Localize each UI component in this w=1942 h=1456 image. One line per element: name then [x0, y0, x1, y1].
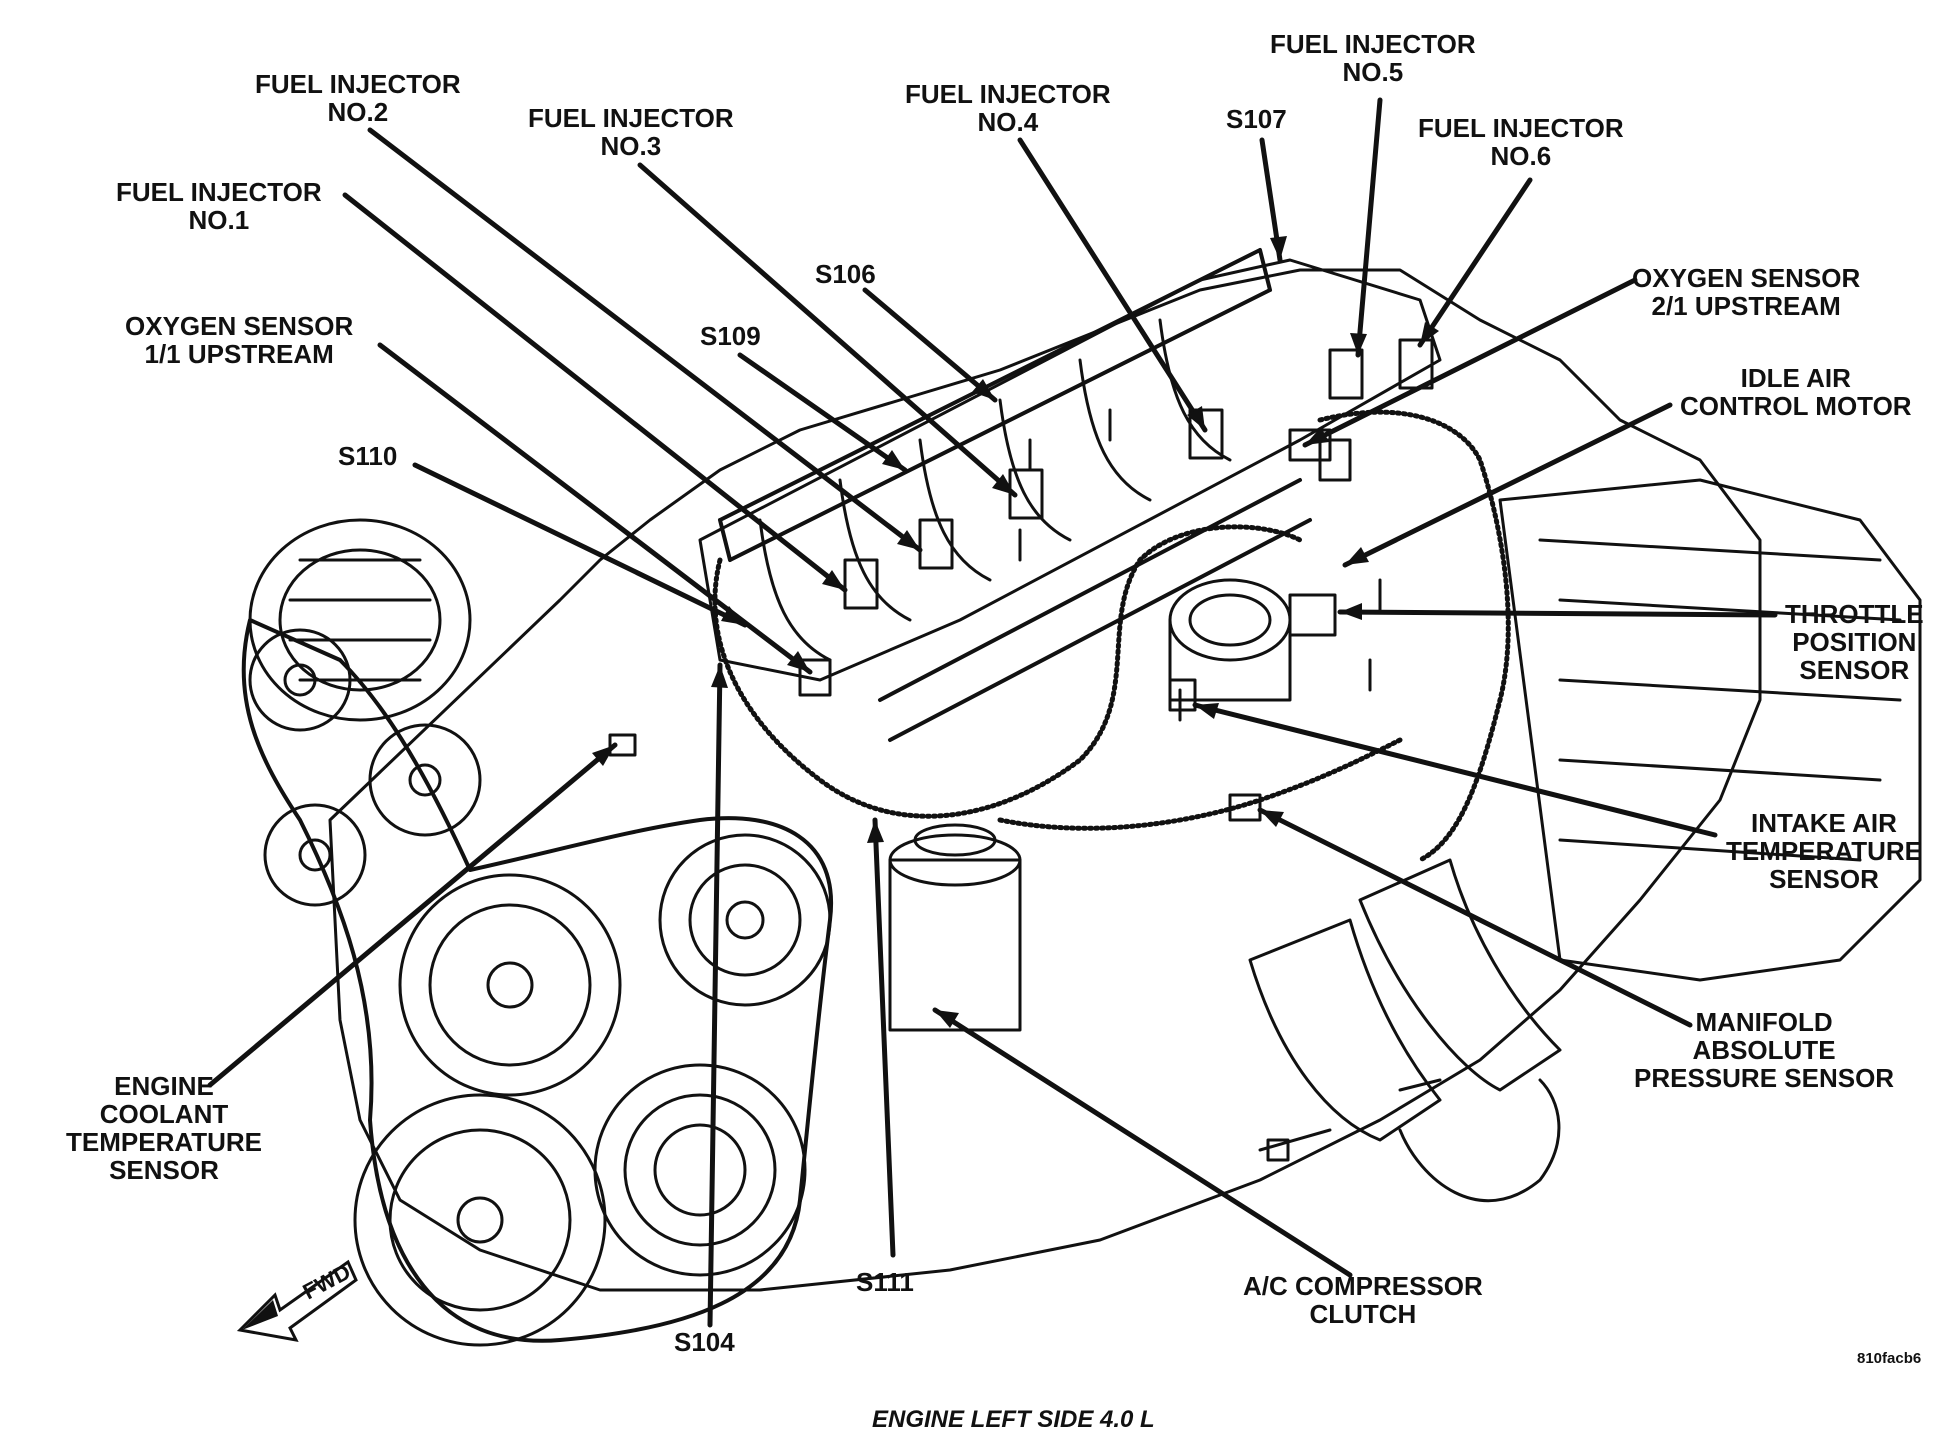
transmission — [1498, 478, 1922, 982]
injector-3-body — [1008, 468, 1044, 520]
leader-s104 — [707, 662, 723, 1328]
leader-fi4 — [1017, 137, 1208, 433]
leader-s106 — [862, 287, 998, 403]
leader-fi1 — [342, 192, 848, 593]
leader-fi3 — [637, 162, 1018, 498]
leader-s109 — [737, 352, 908, 473]
arrowhead-s111 — [867, 820, 884, 843]
throttle-body — [1168, 578, 1292, 662]
fuel-rail — [718, 248, 1272, 562]
map-sensor-body — [1228, 793, 1262, 822]
arrowhead-o2-11 — [787, 651, 810, 672]
fwd-arrow-icon — [236, 1259, 358, 1343]
arrowhead-fi1 — [822, 570, 845, 590]
arrowhead-iac — [1345, 547, 1369, 565]
arrowhead-s109 — [882, 450, 905, 470]
o2-11-connector — [798, 658, 832, 697]
label-s106: S106 — [815, 259, 876, 289]
label-s109: S109 — [700, 321, 761, 351]
leader-tps — [1337, 609, 1778, 618]
leader-s111 — [872, 817, 896, 1258]
arrowhead-ac — [935, 1010, 959, 1028]
ps-reservoir — [888, 858, 1022, 1032]
arrowhead-map — [1260, 810, 1284, 827]
water-pump-pulley — [398, 873, 622, 1097]
tps-body — [1288, 593, 1337, 637]
leader-ect — [207, 742, 618, 1088]
label-s111: S111 — [856, 1267, 914, 1297]
leader-map — [1257, 807, 1693, 1028]
arrowhead-s106 — [972, 379, 995, 400]
arrowhead-fi4 — [1187, 406, 1205, 430]
leader-fi5 — [1355, 97, 1383, 358]
arrowhead-fi5 — [1350, 333, 1367, 355]
injector-1-body — [843, 558, 879, 610]
leader-iac — [1342, 402, 1673, 568]
crankshaft-pulley — [353, 1093, 607, 1347]
arrowhead-iat — [1195, 703, 1219, 719]
o2-21-connector — [1288, 428, 1332, 462]
idler-pulley-1 — [248, 628, 352, 732]
cylinder-head — [698, 258, 1442, 682]
arrowhead-s107 — [1270, 236, 1287, 260]
arrowhead-ect — [592, 745, 615, 766]
arrowhead-fi3 — [992, 474, 1015, 495]
ect-sensor-body — [608, 733, 637, 757]
arrowhead-tps — [1340, 603, 1362, 620]
arrowhead-s110 — [721, 606, 745, 625]
wiring-harness — [712, 409, 1511, 863]
exhaust-manifold — [1248, 918, 1442, 1142]
power-steering-pulley — [658, 833, 832, 1007]
leader-o2-21 — [1302, 277, 1638, 448]
idler-pulley-3 — [263, 803, 367, 907]
label-s104: S104 — [674, 1327, 735, 1357]
label-s110: S110 — [338, 441, 398, 471]
arrowhead-fi6 — [1420, 322, 1439, 345]
injector-5-body — [1328, 348, 1364, 400]
arrowhead-o2-21 — [1305, 427, 1329, 445]
leader-ac — [932, 1007, 1353, 1278]
arrowhead-s104 — [711, 665, 728, 688]
arrowheads — [592, 236, 1439, 1028]
engine-block — [328, 268, 1762, 1292]
figure-code: 810facb6 — [1857, 1350, 1922, 1367]
arrowhead-fi2 — [897, 530, 920, 550]
idler-pulley-2 — [368, 723, 482, 837]
leader-s110 — [412, 462, 748, 628]
injector-2-body — [918, 518, 954, 570]
injector-4-body — [1188, 408, 1224, 460]
label-s107: S107 — [1226, 104, 1287, 134]
serpentine-belt — [241, 618, 834, 1343]
leader-fi6 — [1417, 177, 1533, 348]
figure-caption: ENGINE LEFT SIDE 4.0 L — [872, 1406, 1155, 1433]
leader-fi2 — [367, 127, 923, 553]
iat-sensor-body — [1168, 678, 1197, 712]
leader-iat — [1192, 702, 1718, 838]
